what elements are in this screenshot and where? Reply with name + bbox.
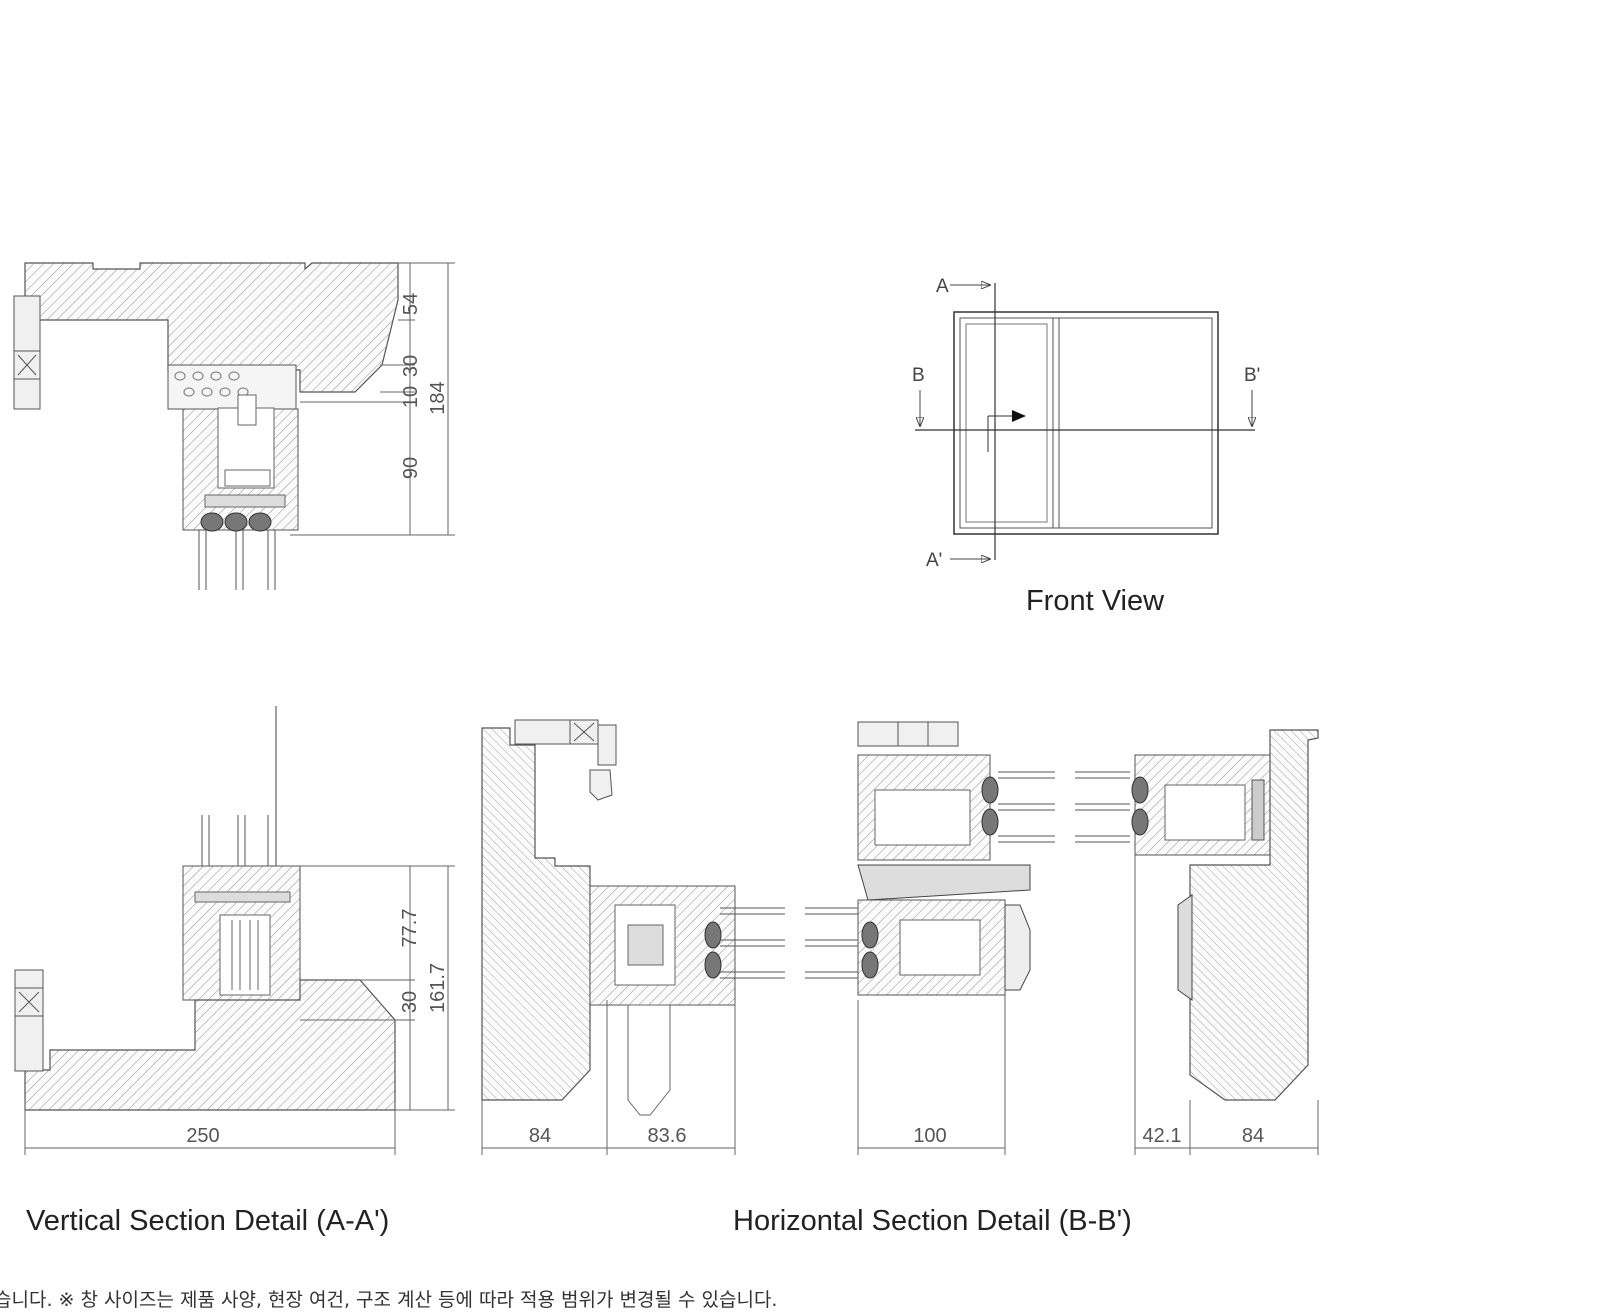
vertical-section-caption: Vertical Section Detail (A-A') bbox=[26, 1205, 389, 1237]
marker-b-prime: B' bbox=[1244, 365, 1260, 386]
dim-184: 184 bbox=[427, 381, 449, 414]
head-insulation-block bbox=[167, 364, 297, 410]
sill-exterior-profile bbox=[14, 969, 44, 1072]
window-sash-left-inner bbox=[965, 323, 1048, 523]
dim-84-right: 84 bbox=[1242, 1125, 1264, 1147]
handle-left bbox=[627, 1004, 671, 1116]
dim-90: 90 bbox=[400, 457, 422, 479]
marker-a: A bbox=[936, 276, 949, 297]
horizontal-section-detail: 84 83.6 100 42.1 84 Horizontal Section D… bbox=[481, 719, 1319, 1237]
sill-timber-frame bbox=[24, 979, 396, 1111]
dim-77-7: 77.7 bbox=[399, 909, 421, 948]
horizontal-dimension-lines bbox=[481, 855, 1319, 1155]
footnote: 습니다. ※ 창 사이즈는 제품 사양, 현장 여건, 구조 계산 등에 따라 … bbox=[0, 1289, 777, 1311]
dim-30-head: 30 bbox=[400, 355, 422, 377]
dim-100: 100 bbox=[913, 1125, 946, 1147]
dim-42-1: 42.1 bbox=[1143, 1125, 1182, 1147]
sill-dimension-lines bbox=[24, 865, 455, 1155]
marker-a-prime: A' bbox=[926, 550, 942, 571]
dim-10: 10 bbox=[400, 386, 422, 408]
sliding-direction-arrow bbox=[1012, 410, 1026, 422]
window-frame bbox=[953, 311, 1219, 535]
dim-161-7: 161.7 bbox=[427, 963, 449, 1013]
sill-section-detail: 77.7 30 161.7 250 Vertical Section Detai… bbox=[14, 706, 455, 1237]
marker-b: B bbox=[912, 365, 925, 386]
window-sash-left bbox=[959, 317, 1054, 529]
head-timber-frame bbox=[24, 262, 399, 393]
jamb-timber-right bbox=[1189, 729, 1319, 1101]
head-exterior-profile bbox=[13, 295, 41, 410]
dim-250: 250 bbox=[186, 1125, 219, 1147]
jamb-timber-left bbox=[481, 727, 591, 1101]
front-view: A A' B B' Front View bbox=[912, 276, 1260, 617]
front-view-caption: Front View bbox=[1026, 585, 1165, 617]
head-dimension-lines bbox=[290, 262, 455, 536]
sill-sash-core bbox=[219, 914, 271, 996]
dim-30-sill: 30 bbox=[399, 991, 421, 1013]
dim-83-6: 83.6 bbox=[648, 1125, 687, 1147]
head-section-detail: 54 30 10 90 184 bbox=[13, 262, 455, 590]
section-arrows bbox=[920, 285, 1252, 559]
interlock-seal bbox=[857, 864, 1031, 901]
dim-54: 54 bbox=[400, 293, 422, 315]
dim-84-left: 84 bbox=[529, 1125, 551, 1147]
jamb-left-profile bbox=[514, 719, 617, 801]
horizontal-section-caption: Horizontal Section Detail (B-B') bbox=[733, 1205, 1132, 1237]
